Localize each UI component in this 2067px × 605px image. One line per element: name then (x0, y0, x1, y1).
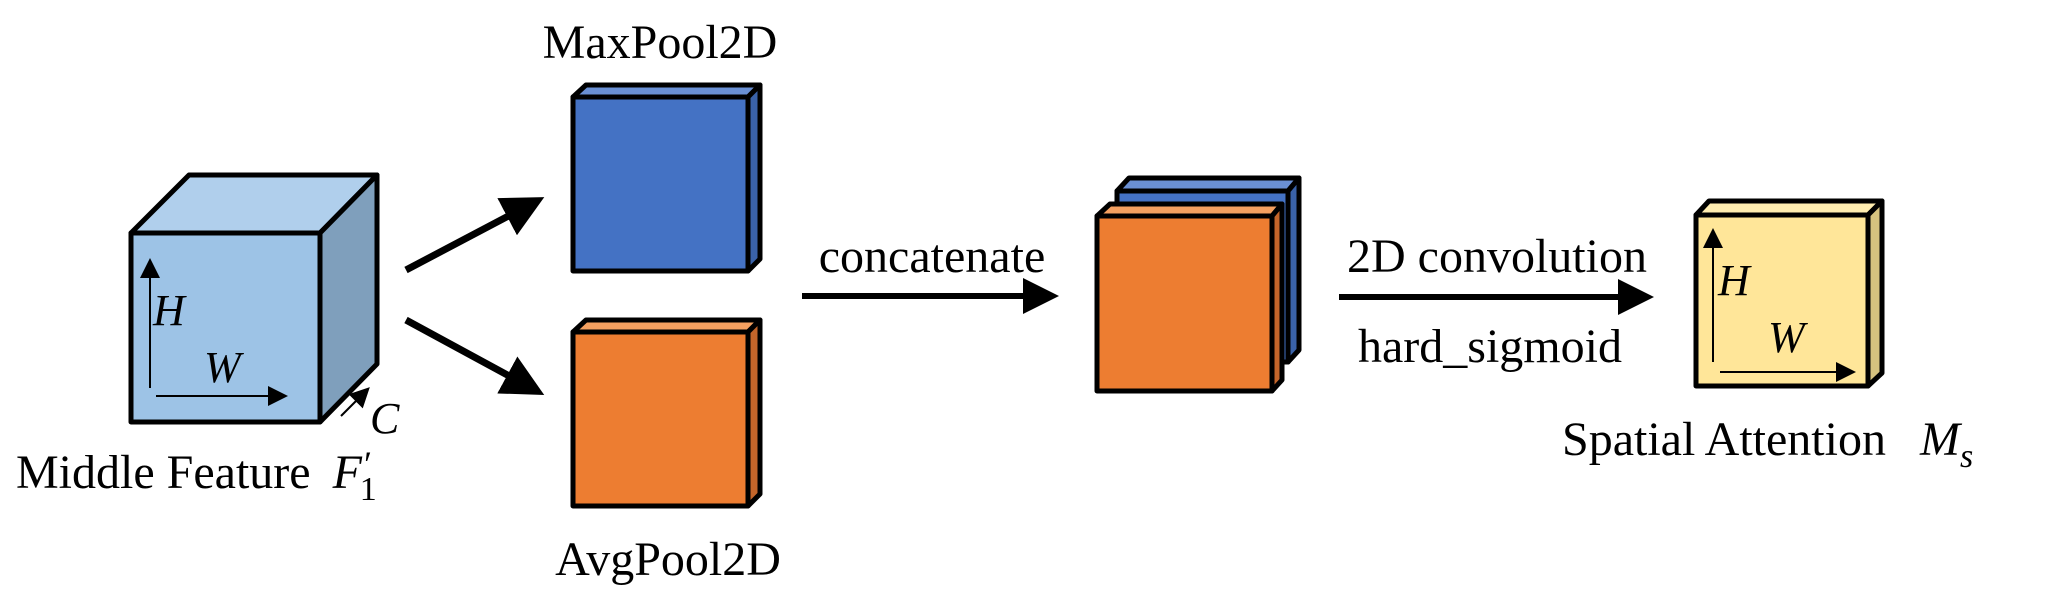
output-axis-w: W (1768, 313, 1808, 362)
avgpool-front (570, 329, 751, 509)
input-symbol-prime: ′ (362, 444, 371, 484)
output-symbol: M (1919, 413, 1963, 466)
output-axis-h: H (1717, 256, 1752, 305)
input-cube-front (128, 230, 323, 425)
input-axis-h: H (152, 286, 187, 335)
edge-to-maxpool (404, 197, 545, 274)
concat-front-layer (1094, 201, 1285, 394)
conv-label-bottom: hard_sigmoid (1358, 320, 1622, 373)
concat-front-front (1094, 213, 1275, 394)
c-axis-arrow-icon (340, 387, 370, 417)
output-label: Spatial Attention Ms (1562, 413, 1973, 475)
avgpool-label: AvgPool2D (555, 533, 781, 586)
output-symbol-sub: s (1960, 438, 1973, 475)
concat-block (1094, 175, 1302, 394)
input-axis-w: W (204, 343, 244, 392)
output-block: H W (1693, 198, 1885, 389)
concat-label: concatenate (819, 230, 1046, 283)
edge-to-avgpool (404, 316, 545, 396)
input-label-text: Middle Feature (16, 446, 311, 499)
input-symbol: F (332, 446, 363, 499)
maxpool-block (570, 82, 763, 274)
output-front (1693, 212, 1871, 389)
avgpool-block (570, 317, 763, 509)
output-label-text: Spatial Attention (1562, 413, 1886, 466)
maxpool-label: MaxPool2D (543, 16, 778, 69)
input-label: Middle Feature F′1 (16, 444, 377, 508)
conv-label-top: 2D convolution (1347, 230, 1647, 283)
maxpool-front (570, 94, 751, 274)
input-feature-cube: H W C (128, 172, 400, 443)
input-axis-c: C (370, 394, 400, 443)
input-symbol-sub: 1 (360, 471, 377, 508)
